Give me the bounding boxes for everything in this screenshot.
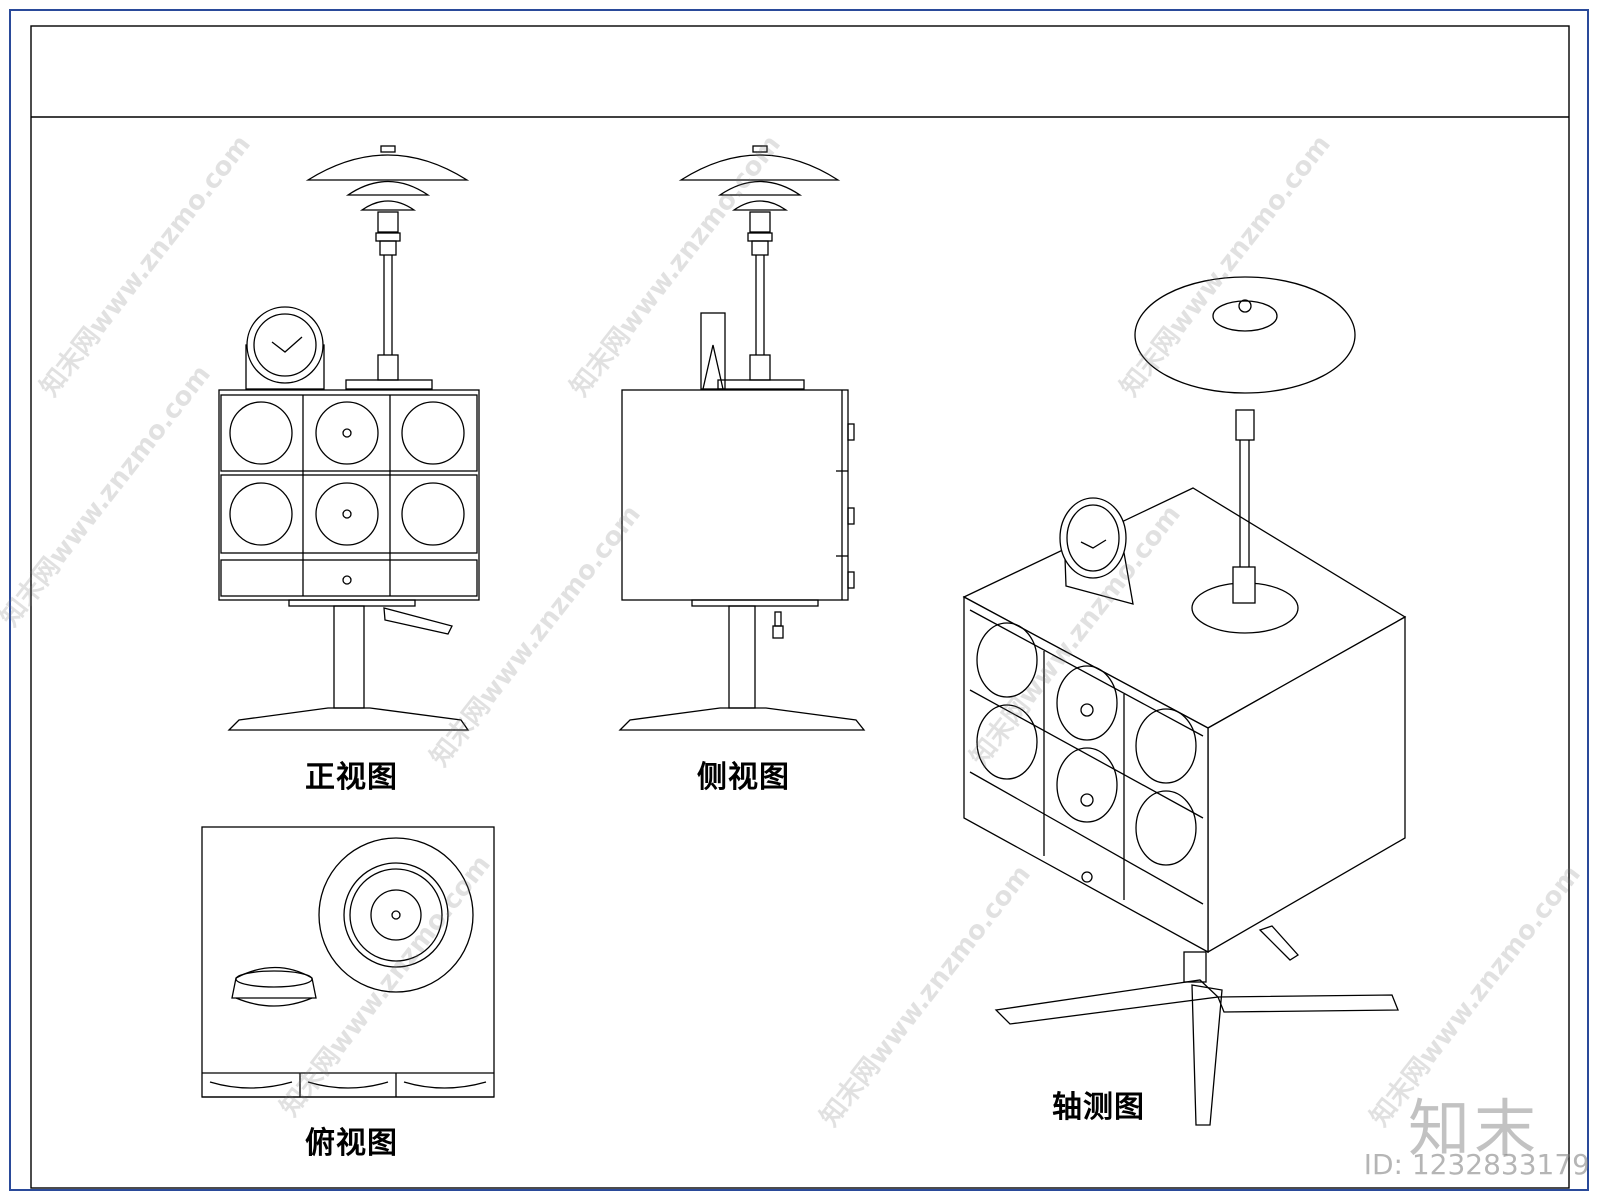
front-base	[227, 707, 470, 731]
front-pole	[333, 605, 365, 709]
iso-view-drawing	[962, 276, 1407, 1126]
iso-base-leg-right	[1217, 994, 1399, 1013]
side-view-drawing	[618, 145, 866, 731]
iso-lamp-shade	[1134, 276, 1356, 394]
front-lamp-shade-low	[359, 200, 417, 211]
iso-base-leg-back	[1258, 925, 1299, 961]
top-clock	[231, 966, 317, 999]
front-cabinet	[218, 389, 480, 601]
iso-base-leg-front	[1191, 984, 1223, 1126]
outer-border	[9, 9, 1589, 1191]
front-view-drawing	[218, 145, 480, 731]
front-lamp-shade-mid	[345, 180, 431, 196]
inner-frame	[30, 25, 1570, 1189]
side-view-label: 侧视图	[697, 760, 790, 795]
side-pole	[728, 605, 756, 709]
front-lamp-shade-top	[305, 154, 470, 181]
brand-logo: 知末	[1407, 1092, 1540, 1165]
top-view-label: 俯视图	[305, 1126, 398, 1161]
top-lamp-shade	[318, 837, 474, 993]
iso-base-leg-left	[994, 979, 1220, 1025]
top-view-drawing	[201, 826, 495, 1098]
top-cabinet-outline	[201, 826, 495, 1098]
front-view-label: 正视图	[305, 760, 398, 795]
drawing-id: ID: 1232833179	[1363, 1148, 1590, 1181]
iso-view-label: 轴测图	[1052, 1090, 1145, 1125]
side-cabinet	[621, 389, 849, 601]
